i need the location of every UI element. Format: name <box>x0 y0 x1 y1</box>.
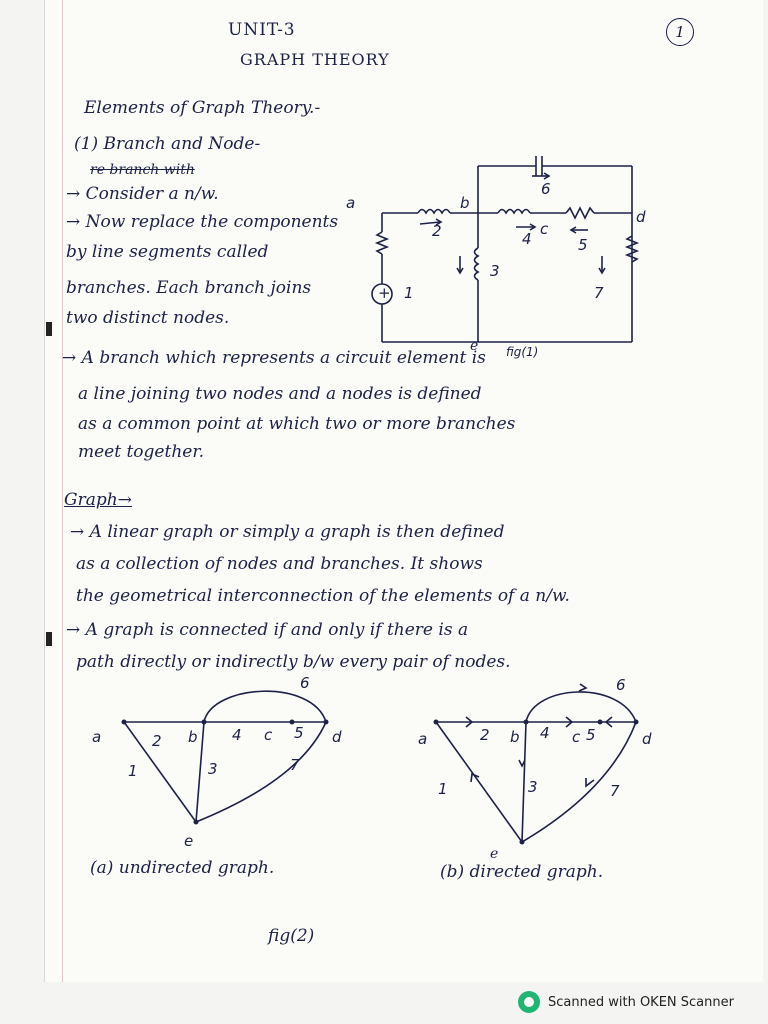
branch-label: 2 <box>432 222 442 240</box>
branch-label: 4 <box>540 724 550 742</box>
text-line: by line segments called <box>66 242 269 262</box>
branch-label: 6 <box>616 676 626 694</box>
branch-label: 7 <box>594 284 604 302</box>
margin-line <box>62 0 63 982</box>
node-label: a <box>346 194 355 212</box>
subject-title: GRAPH THEORY <box>240 50 390 69</box>
branch-label: 5 <box>294 724 304 742</box>
subheading: (1) Branch and Node- <box>74 134 261 154</box>
text-line: as a collection of nodes and branches. I… <box>76 554 483 574</box>
text-line: a line joining two nodes and a nodes is … <box>78 384 482 404</box>
scanner-logo-icon <box>518 991 540 1013</box>
source-sign: + <box>378 284 391 302</box>
text-line: → Consider a n/w. <box>66 184 219 204</box>
node-label: d <box>332 728 342 746</box>
node-label: c <box>540 220 549 238</box>
node-label: c <box>264 726 273 744</box>
node-label: e <box>184 832 193 850</box>
branch-label: 5 <box>578 236 588 254</box>
text-line: two distinct nodes. <box>66 308 230 328</box>
graph-caption: (b) directed graph. <box>440 862 604 882</box>
unit-title: UNIT-3 <box>228 20 296 40</box>
branch-label: 6 <box>300 674 310 692</box>
text-line: → A graph is connected if and only if th… <box>66 620 469 640</box>
node-label: b <box>510 728 520 746</box>
text-line: → A branch which represents a circuit el… <box>62 348 486 368</box>
scanner-watermark: Scanned with OKEN Scanner <box>518 990 734 1014</box>
node-label: b <box>188 728 198 746</box>
branch-label: 1 <box>128 762 138 780</box>
text-line: path directly or indirectly b/w every pa… <box>76 652 511 672</box>
annotation-mark: e <box>470 338 479 354</box>
node-label: d <box>642 730 652 748</box>
branch-label: 1 <box>404 284 414 302</box>
branch-label: 5 <box>586 726 596 744</box>
notebook-page <box>44 0 763 982</box>
text-line: branches. Each branch joins <box>66 278 312 298</box>
margin-mark <box>46 322 52 336</box>
margin-mark <box>46 632 52 646</box>
text-line: → Now replace the components <box>66 212 339 232</box>
branch-label: 2 <box>152 732 162 750</box>
branch-label: 3 <box>528 778 538 796</box>
figure-caption: fig(2) <box>268 926 315 946</box>
text-line: the geometrical interconnection of the e… <box>76 586 570 606</box>
struck-text: re branch with <box>90 162 195 178</box>
section-heading: Elements of Graph Theory.- <box>84 98 321 118</box>
branch-label: 3 <box>208 760 218 778</box>
branch-label: 4 <box>232 726 242 744</box>
branch-label: 2 <box>480 726 490 744</box>
branch-label: 1 <box>438 780 448 798</box>
text-line: meet together. <box>78 442 204 462</box>
scanner-text: Scanned with OKEN Scanner <box>548 994 734 1010</box>
node-label: a <box>418 730 427 748</box>
branch-label: 6 <box>541 180 551 198</box>
node-label: d <box>636 208 646 226</box>
text-line: as a common point at which two or more b… <box>78 414 516 434</box>
annotation-mark: e <box>490 846 499 862</box>
branch-label: 7 <box>610 782 620 800</box>
branch-label: 4 <box>522 230 532 248</box>
node-label: c <box>572 728 581 746</box>
page-number: 1 <box>666 18 694 46</box>
branch-label: 7 <box>290 756 300 774</box>
graph-caption: (a) undirected graph. <box>90 858 275 878</box>
node-label: a <box>92 728 101 746</box>
figure-caption: fig(1) <box>506 345 538 359</box>
branch-label: 3 <box>490 262 500 280</box>
text-line: → A linear graph or simply a graph is th… <box>70 522 505 542</box>
section-heading: Graph→ <box>64 490 132 510</box>
node-label: b <box>460 194 470 212</box>
